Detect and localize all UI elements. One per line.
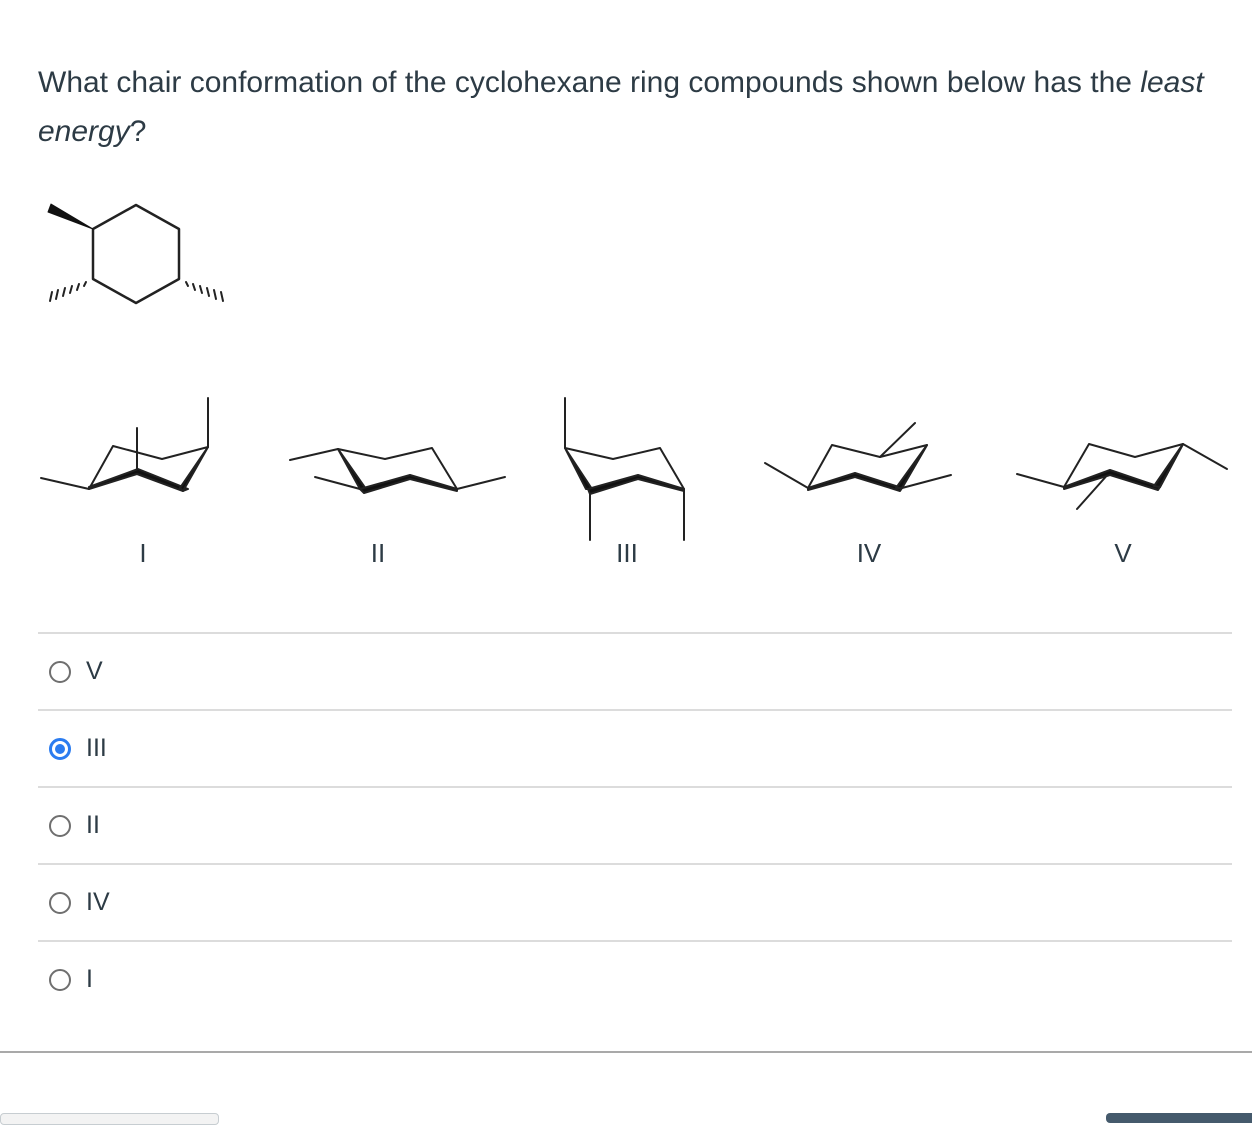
radio-button[interactable] bbox=[49, 814, 71, 837]
structure-label-II: II bbox=[371, 538, 385, 568]
radio-button[interactable] bbox=[49, 968, 71, 991]
answer-label: III bbox=[86, 734, 107, 762]
structure-label-V: V bbox=[1114, 538, 1132, 568]
chair-I bbox=[40, 397, 209, 492]
answer-label: II bbox=[86, 811, 100, 839]
question-mark: ? bbox=[129, 115, 147, 148]
question-text-main: What chair conformation of the cyclohexa… bbox=[38, 66, 1141, 99]
chair-IV bbox=[764, 422, 952, 492]
radio-button-selected[interactable] bbox=[49, 737, 71, 760]
chair-II bbox=[289, 447, 506, 494]
answer-label: IV bbox=[86, 888, 110, 916]
skeletal-structure bbox=[47, 203, 224, 305]
chemistry-figure: I II III IV V bbox=[0, 170, 1252, 590]
answer-option-IV[interactable]: IV bbox=[38, 863, 1232, 940]
answer-list: V III II IV I bbox=[38, 632, 1232, 1017]
question-emphasis: least energy bbox=[38, 66, 1204, 148]
answer-option-V[interactable]: V bbox=[38, 632, 1232, 709]
answer-option-III[interactable]: III bbox=[38, 709, 1232, 786]
structure-label-IV: IV bbox=[857, 538, 882, 568]
radio-button[interactable] bbox=[49, 891, 71, 914]
answer-option-II[interactable]: II bbox=[38, 786, 1232, 863]
question-text: What chair conformation of the cyclohexa… bbox=[38, 58, 1218, 156]
structure-label-I: I bbox=[139, 538, 146, 568]
structure-label-III: III bbox=[616, 538, 638, 568]
answer-option-I[interactable]: I bbox=[38, 940, 1232, 1017]
cyclohexane-structures-drawing: I II III IV V bbox=[40, 203, 1228, 568]
answer-label: V bbox=[86, 657, 103, 685]
previous-button[interactable] bbox=[0, 1113, 219, 1125]
footer-divider bbox=[0, 1051, 1252, 1053]
answer-label: I bbox=[86, 965, 93, 993]
chair-III bbox=[564, 397, 685, 541]
radio-button[interactable] bbox=[49, 660, 71, 683]
chair-V bbox=[1016, 443, 1228, 510]
next-button[interactable] bbox=[1106, 1113, 1252, 1123]
